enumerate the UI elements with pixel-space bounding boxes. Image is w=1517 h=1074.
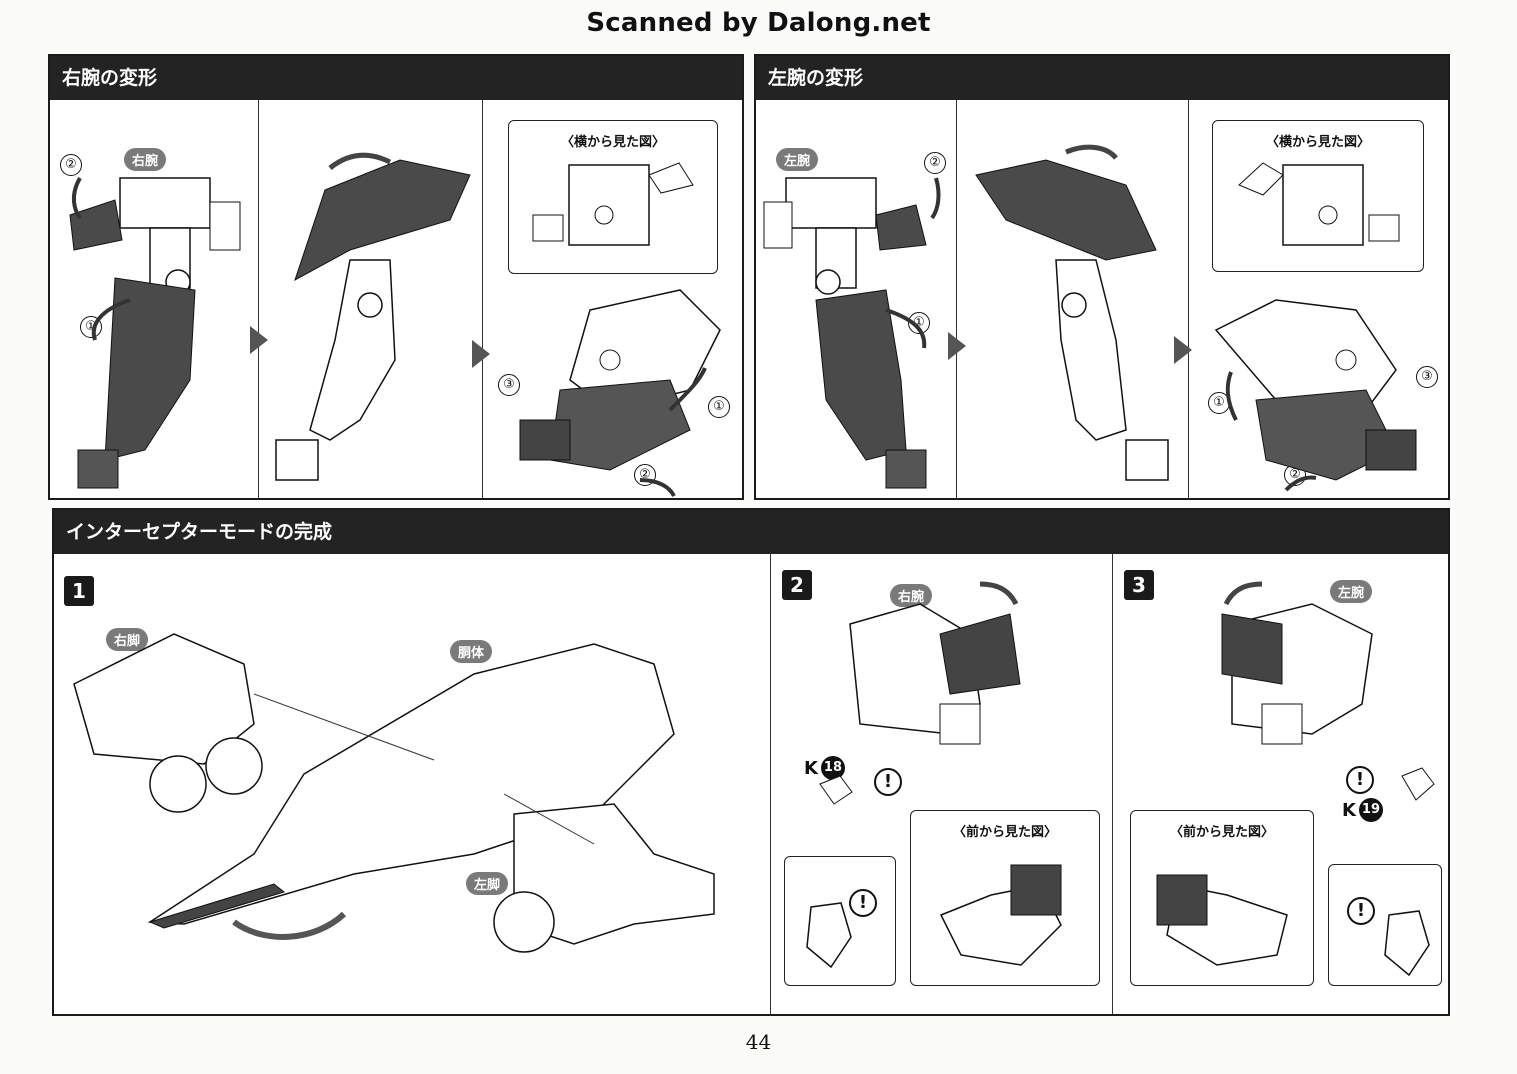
divider xyxy=(956,100,957,498)
step-3-marker: ③ xyxy=(498,374,520,396)
connector-detail: ! xyxy=(1328,864,1442,986)
right-arm-transformed-illustration xyxy=(519,289,721,498)
left-arm-illustration xyxy=(763,177,941,489)
step-2-badge: 2 xyxy=(782,570,812,600)
next-arrow-icon xyxy=(250,326,268,354)
right-arm-side-view: 〈横から見た図〉 xyxy=(508,120,718,274)
body-tag: 胴体 xyxy=(450,640,493,663)
connector-illustration xyxy=(1384,910,1430,977)
left-arm-body: 左腕 ② ① 〈横から見た図〉 xyxy=(756,100,1448,498)
part-number-icon: 19 xyxy=(1358,798,1383,822)
divider xyxy=(1112,554,1113,1014)
step-1-badge: 1 xyxy=(64,576,94,606)
page-number: 44 xyxy=(745,1030,772,1054)
divider xyxy=(482,100,483,498)
left-arm-panel: 左腕の変形 左腕 ② ① 〈横から見た図〉 xyxy=(754,54,1450,500)
divider xyxy=(258,100,259,498)
right-arm-illustration xyxy=(69,176,241,489)
part-number-icon: 18 xyxy=(820,756,845,780)
warning-icon: ! xyxy=(1347,897,1375,925)
right-leg-tag: 右脚 xyxy=(106,628,149,651)
left-arm-side-view: 〈横から見た図〉 xyxy=(1212,120,1424,272)
side-view-title: 〈横から見た図〉 xyxy=(560,135,665,150)
left-arm-attach-illustration xyxy=(1221,581,1435,801)
next-arrow-icon xyxy=(948,332,966,360)
side-view-illustration xyxy=(1238,162,1400,246)
step-3-badge: 3 xyxy=(1124,570,1154,600)
warning-icon: ! xyxy=(874,768,902,796)
front-view-detail: 〈前から見た図〉 xyxy=(1130,810,1314,986)
part-k18-label: K 18 xyxy=(804,756,845,780)
part-letter: K xyxy=(804,757,818,779)
front-view-illustration xyxy=(939,864,1062,966)
connector-detail: ! xyxy=(784,856,896,986)
left-leg-tag: 左脚 xyxy=(466,872,509,895)
left-arm-tag: 左腕 xyxy=(776,148,819,171)
left-arm-transformed-illustration xyxy=(1214,299,1417,492)
warning-icon: ! xyxy=(1346,766,1374,794)
assembly-illustration xyxy=(73,633,715,953)
next-arrow-icon xyxy=(1174,336,1192,364)
step-3-marker: ③ xyxy=(1416,366,1438,388)
right-arm-body: 右腕 ② ① 〈横から見た図〉 xyxy=(50,100,742,498)
part-letter: K xyxy=(1342,799,1356,821)
right-arm-rotated-illustration xyxy=(275,152,471,481)
front-view-detail: 〈前から見た図〉 xyxy=(910,810,1100,986)
front-view-title: 〈前から見た図〉 xyxy=(952,825,1057,840)
left-arm-tag: 左腕 xyxy=(1330,580,1373,603)
connector-illustration xyxy=(806,902,852,969)
right-arm-title: 右腕の変形 xyxy=(50,56,742,100)
next-arrow-icon xyxy=(472,340,490,368)
right-arm-panel: 右腕の変形 右腕 ② ① 〈横から見 xyxy=(48,54,744,500)
right-arm-tag: 右腕 xyxy=(124,148,167,171)
step-2-marker: ② xyxy=(60,154,82,176)
scan-credit: Scanned by Dalong.net xyxy=(586,8,931,38)
divider xyxy=(770,554,771,1014)
part-k19-label: K 19 xyxy=(1342,798,1383,822)
left-arm-rotated-illustration xyxy=(975,144,1169,481)
step-1-marker: ① xyxy=(908,312,930,334)
right-arm-attach-illustration xyxy=(819,581,1021,805)
divider xyxy=(1188,100,1189,498)
completion-title: インターセプターモードの完成 xyxy=(54,510,1448,554)
completion-panel: インターセプターモードの完成 1 右脚 胴体 左脚 2 右腕 K 18 ! xyxy=(52,508,1450,1016)
side-view-illustration xyxy=(532,162,694,246)
completion-body: 1 右脚 胴体 左脚 2 右腕 K 18 ! xyxy=(54,554,1448,1014)
front-view-illustration xyxy=(1156,874,1288,966)
step-2-marker: ② xyxy=(924,152,946,174)
right-arm-tag: 右腕 xyxy=(890,584,933,607)
step-1-marker: ① xyxy=(708,396,730,418)
left-arm-title: 左腕の変形 xyxy=(756,56,1448,100)
warning-icon: ! xyxy=(849,889,877,917)
side-view-title: 〈横から見た図〉 xyxy=(1265,135,1370,150)
front-view-title: 〈前から見た図〉 xyxy=(1169,825,1274,840)
